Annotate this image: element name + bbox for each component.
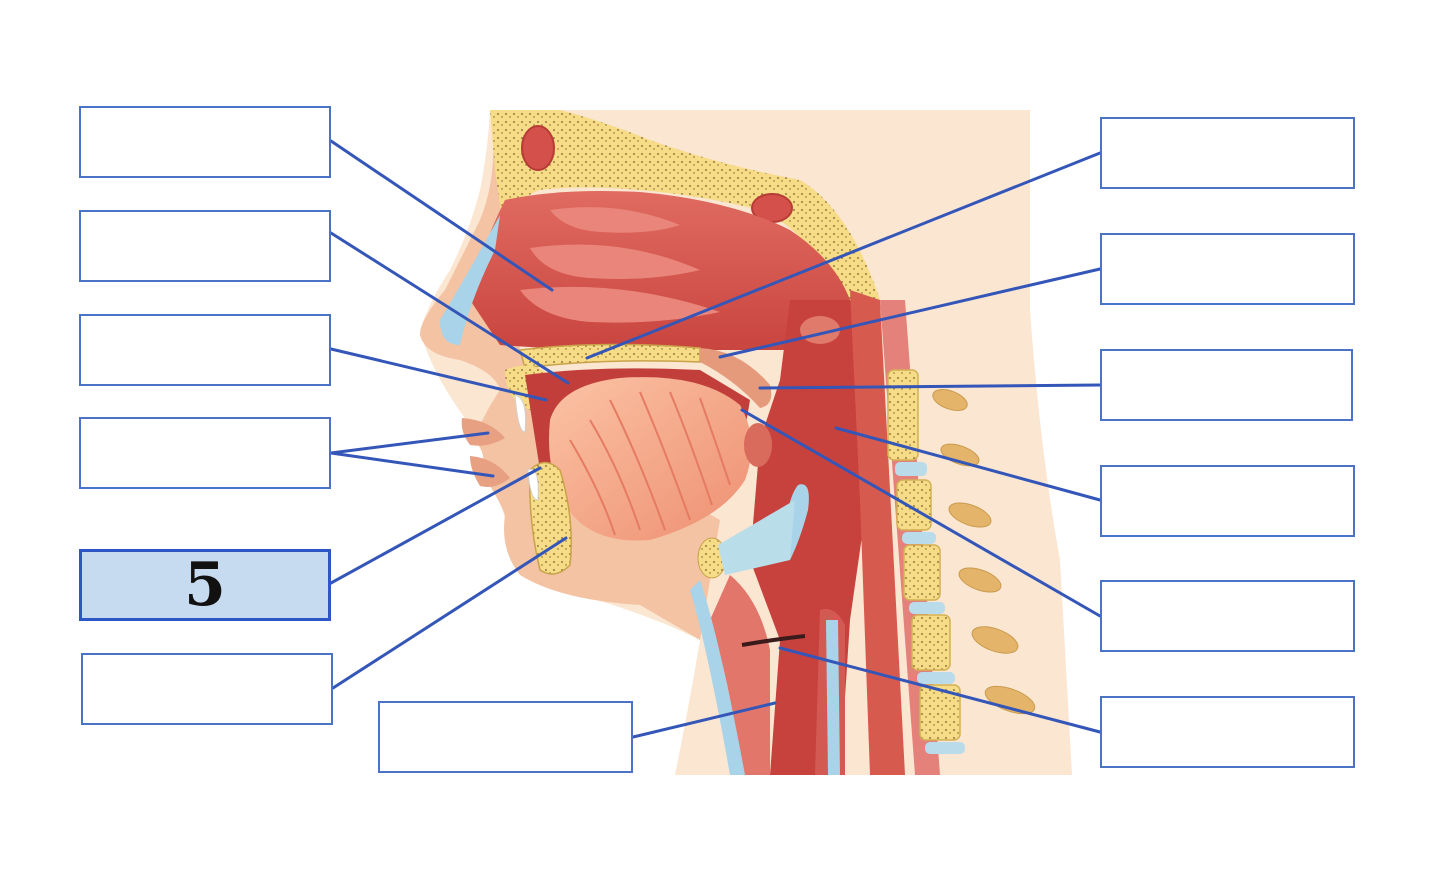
leader-line: [331, 536, 568, 690]
label-box-1[interactable]: [79, 106, 331, 178]
thyrohyoid-membrane: [718, 500, 795, 575]
vocal-folds: [741, 634, 806, 647]
label-box-7[interactable]: [378, 701, 633, 773]
label-box-r3[interactable]: [1100, 349, 1353, 421]
leader-line: [834, 426, 1102, 502]
mandible: [528, 461, 572, 575]
tongue-muscle-fibers: [569, 391, 731, 536]
leader-line: [329, 139, 554, 292]
inferior-concha: [520, 286, 720, 323]
leader-line: [585, 151, 1102, 360]
frontal-sinus: [521, 125, 555, 171]
leader-line: [329, 431, 490, 455]
leader-line: [329, 231, 570, 385]
vertebrae: [887, 369, 961, 741]
leader-line: [329, 347, 548, 402]
upper-lip: [461, 418, 505, 446]
label-text-5: 5: [184, 550, 226, 620]
label-box-r4[interactable]: [1100, 465, 1355, 537]
label-box-r1[interactable]: [1100, 117, 1355, 189]
leader-line: [329, 466, 542, 585]
intervertebral-discs: [895, 462, 965, 754]
larynx: [710, 575, 770, 775]
leader-lines: [329, 139, 1102, 739]
tongue: [549, 377, 752, 541]
leader-line: [329, 451, 495, 478]
esophagus-cartilage: [826, 620, 840, 775]
leader-line: [740, 408, 1102, 618]
label-box-r2[interactable]: [1100, 233, 1355, 305]
leader-line: [718, 267, 1102, 359]
label-box-6[interactable]: [81, 653, 333, 725]
label-box-3[interactable]: [79, 314, 331, 386]
spinous-processes: [932, 389, 1036, 715]
middle-concha: [530, 244, 700, 279]
superior-concha: [550, 207, 680, 233]
lower-lip: [470, 456, 510, 487]
frontal-bone: [490, 110, 880, 300]
palatine-tonsil: [744, 423, 772, 467]
label-box-5[interactable]: 5: [79, 549, 331, 621]
upper-incisor: [514, 394, 526, 433]
label-box-2[interactable]: [79, 210, 331, 282]
leader-line: [778, 646, 1102, 734]
leader-line: [758, 383, 1102, 390]
trachea-cartilage: [690, 580, 745, 775]
soft-palate: [700, 348, 772, 408]
label-box-r5[interactable]: [1100, 580, 1355, 652]
posterior-pharyngeal-wall: [850, 290, 905, 775]
label-box-4[interactable]: [79, 417, 331, 489]
label-box-r6[interactable]: [1100, 696, 1355, 768]
leader-line: [631, 701, 777, 739]
